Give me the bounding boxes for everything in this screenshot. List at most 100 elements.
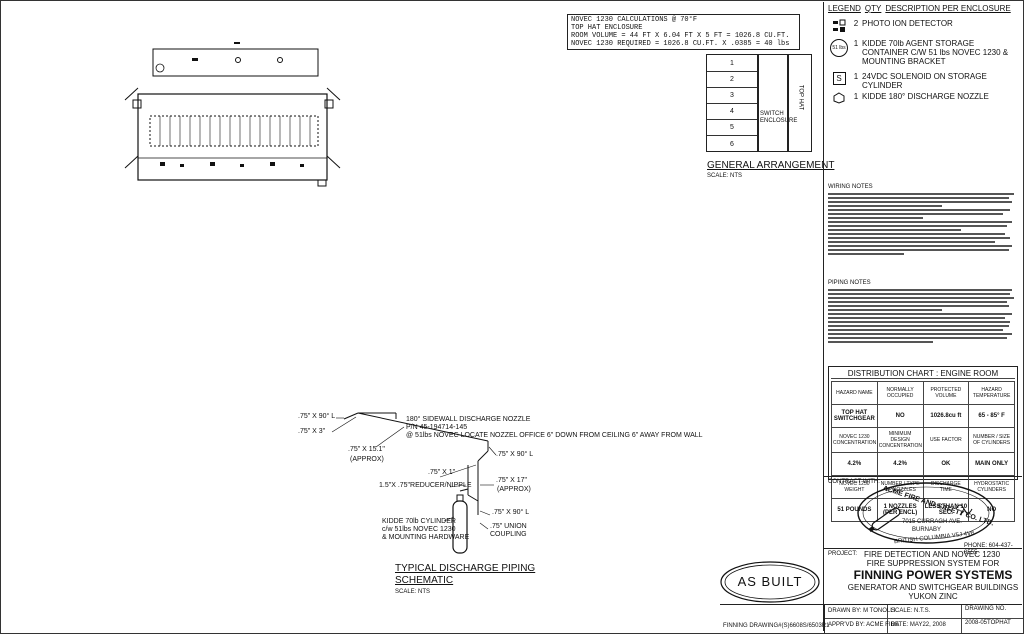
table-row: NOVEC 1230 CONCENTRATION MINIMUM DESIGN … (831, 427, 1015, 453)
calc-line-3: ROOM VOLUME = 44 FT X 6.04 FT X 5 FT = 1… (571, 32, 790, 40)
label-pipe-3: .75" X 3" (298, 428, 326, 435)
wiring-notes-text-block (828, 193, 1018, 255)
drawing-no-label: DRAWING NO. (965, 606, 1007, 612)
legend-desc-1: PHOTO ION DETECTOR (862, 19, 953, 28)
approved-label: APPR'VD BY: (828, 622, 865, 628)
table-cell: LESS THAN 10 SEC. (922, 498, 970, 522)
distribution-table: HAZARD NAME NORMALLY OCCUPIED PROTECTED … (831, 381, 1015, 522)
drawing-no-value: 2008-05TOPHAT (965, 620, 1011, 626)
legend-qty-3: 1 (853, 72, 859, 81)
table-cell: MINIMUM DESIGN CONCENTRATION (876, 427, 924, 453)
as-built-text: AS BUILT (737, 574, 803, 589)
piping-notes-text-block (828, 289, 1018, 343)
drawn-by-label: DRAWN BY: (828, 608, 862, 614)
legend-desc-4: KIDDE 180° DISCHARGE NOZZLE (862, 92, 989, 101)
contract-with-label: CONTRACT WITH: (828, 479, 880, 485)
ga-title: GENERAL ARRANGEMENT (707, 160, 835, 171)
table-cell: 4.2% (876, 452, 924, 476)
table-cell: 65 - 85° F (968, 404, 1015, 428)
project-line-2: FIRE SUPPRESSION SYSTEM FOR (866, 559, 1000, 568)
calc-line-1: NOVEC 1230 CALCULATIONS @ 70°F (571, 16, 698, 24)
as-built-stamp: AS BUILT (719, 560, 821, 604)
legend-header-qty: QTY (864, 4, 882, 13)
solenoid-symbol-text: S (832, 72, 846, 85)
calc-line-4: NOVEC 1230 REQUIRED = 1026.8 CU.FT. X .0… (571, 40, 790, 48)
table-cell: HAZARD NAME (831, 381, 878, 405)
table-cell: NORMALLY OCCUPIED (876, 381, 924, 405)
cylinder-symbol-text: 51 lbs (830, 39, 848, 57)
calc-line-2: TOP HAT ENCLOSURE (571, 24, 643, 32)
legend: LEGEND QTY DESCRIPTION PER ENCLOSURE 2 P… (828, 4, 1016, 104)
drawn-by-value: M TONOLLI (863, 608, 896, 614)
table-cell: NUMBER / SIZE OF CYLINDERS (968, 427, 1015, 453)
label-reducer: 1.5"X .75"REDUCER/NIPPLE (379, 482, 472, 489)
label-approx-1: (APPROX) (350, 456, 384, 463)
table-cell: NO (876, 404, 924, 428)
table-row: NOVEC 1230 WEIGHT NUMBER / TYPE OF NOZZL… (831, 475, 1015, 499)
detector-icon (828, 19, 850, 33)
general-arrangement: 1 2 3 4 5 6 SWITCH ENCLOSURE TOP HAT (706, 54, 812, 154)
table-cell: 1026.8cu ft (922, 404, 970, 428)
project-block: PROJECT: FIRE DETECTION AND NOVEC 1230 F… (824, 548, 1022, 605)
schematic-title-2: SCHEMATIC (395, 575, 454, 586)
ga-cell-2: 2 (707, 72, 757, 88)
scale-label: SCALE: (891, 608, 913, 614)
table-cell: USE FACTOR (922, 427, 970, 453)
wiring-notes-title: WIRING NOTES (828, 184, 873, 190)
legend-desc-3: 24VDC SOLENOID ON STORAGE CYLINDER (862, 72, 987, 90)
legend-qty-1: 2 (853, 19, 859, 28)
label-pipe-17: .75" X 17" (496, 477, 528, 484)
contractor-block: CONTRACT WITH: ACME FIRE AND SAFETY CO. … (824, 476, 1022, 556)
label-nozzle-2: P/N 45-194714-145 (406, 424, 468, 431)
legend-header-legend: LEGEND (828, 4, 861, 13)
project-line-1: FIRE DETECTION AND NOVEC 1230 (864, 550, 1001, 559)
label-elbow-top: .75" X 90° L (298, 413, 336, 420)
title-block: DRAWN BY: M TONOLLI SCALE: N.T.S. DRAWIN… (720, 604, 1023, 633)
table-cell: TOP HAT SWITCHGEAR (831, 404, 878, 428)
nozzle-icon (828, 92, 850, 104)
right-panel-border (823, 2, 1022, 631)
label-cylinder-1: KIDDE 70lb CYLINDER (382, 518, 456, 525)
schematic-title-1: TYPICAL DISCHARGE PIPING (395, 563, 536, 574)
piping-notes: PIPING NOTES (828, 280, 1018, 345)
table-cell: PROTECTED VOLUME (922, 381, 970, 405)
date-value: MAY22, 2008 (909, 622, 946, 628)
table-cell: HAZARD TEMPERATURE (968, 381, 1015, 405)
table-row: HAZARD NAME NORMALLY OCCUPIED PROTECTED … (831, 381, 1015, 405)
project-line-3: FINNING POWER SYSTEMS (853, 568, 1013, 582)
piping-schematic-drawing (331, 412, 497, 554)
distribution-chart: DISTRIBUTION CHART : ENGINE ROOM HAZARD … (828, 366, 1018, 522)
ga-scale: SCALE: NTS (707, 173, 743, 179)
finning-drawing-number: FINNING DRAWING#(S)6608S/6503R1 (723, 623, 830, 629)
distribution-chart-title: DISTRIBUTION CHART : ENGINE ROOM (831, 369, 1015, 379)
legend-qty-2: 1 (853, 39, 859, 48)
contractor-address2: BURNABY (912, 527, 942, 533)
table-row: 4.2% 4.2% OK MAIN ONLY (831, 452, 1015, 476)
label-union-2: COUPLING (490, 531, 527, 538)
project-line-4: GENERATOR AND SWITCHGEAR BUILDINGS (847, 583, 1019, 592)
scale-value: N.T.S. (914, 608, 931, 614)
table-cell: NUMBER / TYPE OF NOZZLES (876, 475, 924, 499)
label-pipe-15: .75" X 15.1" (348, 446, 385, 453)
label-pipe-1: .75" X 1" (428, 469, 456, 476)
acme-logo (857, 482, 995, 544)
contractor-address1: 7015 CURRAGH AVE. (902, 519, 962, 525)
contractor-phone: PHONE: 604-437-8555 (964, 543, 1013, 556)
ga-switch-label: SWITCH ENCLOSURE (760, 111, 798, 124)
schematic-scale: SCALE: NTS (395, 589, 431, 595)
table-cell: MAIN ONLY (968, 452, 1015, 476)
table-cell: 51 POUNDS (831, 498, 878, 522)
wiring-notes: WIRING NOTES (828, 184, 1018, 257)
legend-header-desc: DESCRIPTION PER ENCLOSURE (885, 4, 1011, 13)
cylinder-icon: 51 lbs (828, 39, 850, 57)
legend-qty-4: 1 (853, 92, 859, 101)
label-nozzle-1: 180° SIDEWALL DISCHARGE NOZZLE (406, 416, 531, 423)
legend-desc-2: KIDDE 70lb AGENT STORAGE CONTAINER C/W 5… (862, 39, 1009, 66)
label-approx-2: (APPROX) (497, 486, 531, 493)
ga-cell-4: 4 (707, 104, 757, 120)
piping-notes-title: PIPING NOTES (828, 280, 871, 286)
label-cylinder-3: & MOUNTING HARDWARE (382, 534, 470, 541)
table-cell: OK (922, 452, 970, 476)
plan-view-drawing (124, 42, 341, 187)
label-nozzle-3: @ 51lbs NOVEC LOCATE NOZZEL OFFICE 6" DO… (406, 432, 703, 439)
